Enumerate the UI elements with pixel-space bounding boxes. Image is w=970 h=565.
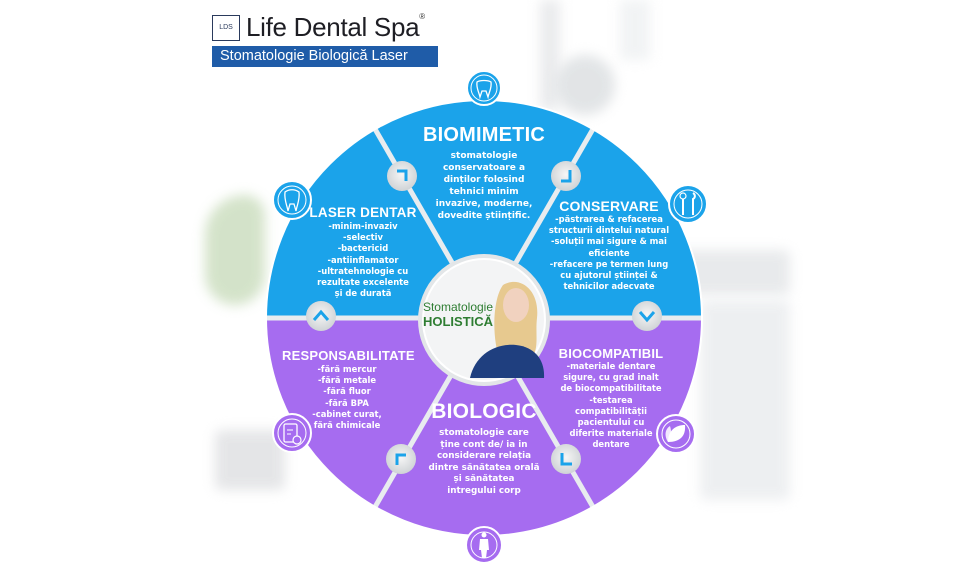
chevron-knob-top-left [387, 161, 417, 191]
clipboard-shield-icon [272, 413, 312, 453]
segment-title: BIOMIMETIC [423, 124, 545, 146]
segment-title: CONSERVARE [559, 198, 659, 214]
segment-title: BIOCOMPATIBIL [558, 346, 664, 361]
tooth-icon [272, 180, 312, 220]
segment-body: -fără mercur-fără metale-fără fluor-fără… [312, 364, 382, 431]
center-label-line1: Stomatologie [422, 300, 494, 314]
segment-body: -minim-invaziv-selectiv-bactericid-antii… [317, 221, 409, 299]
tooth-sparkle-icon [466, 70, 502, 106]
lds-badge: LDS [212, 14, 240, 41]
human-body-icon [465, 526, 503, 564]
leaf-icon [656, 414, 696, 454]
center-portrait [418, 254, 550, 386]
segment-title: LASER DENTAR [309, 205, 417, 220]
segment-laser-dentar: LASER DENTAR -minim-invaziv-selectiv-bac… [308, 205, 418, 299]
chevron-knob-right [632, 301, 662, 331]
chevron-knob-top-right [551, 161, 581, 191]
brand-tagline: Stomatologie Biologică Laser [212, 46, 438, 67]
center-label: Stomatologie HOLISTICĂ [418, 300, 498, 329]
chevron-knob-bottom-left [386, 444, 416, 474]
chevron-knob-left [306, 301, 336, 331]
segment-responsabilitate: RESPONSABILITATE -fără mercur-fără metal… [282, 348, 415, 431]
chevron-knob-bottom-right [551, 444, 581, 474]
segment-title: RESPONSABILITATE [282, 348, 415, 363]
dental-tools-icon [668, 184, 708, 224]
segment-title: BIOLOGIC [431, 400, 537, 423]
center-label-line2: HOLISTICĂ [422, 314, 494, 329]
brand-logo: LDS Life Dental Spa® Stomatologie Biolog… [212, 12, 438, 67]
brand-name: Life Dental Spa® [246, 12, 425, 42]
